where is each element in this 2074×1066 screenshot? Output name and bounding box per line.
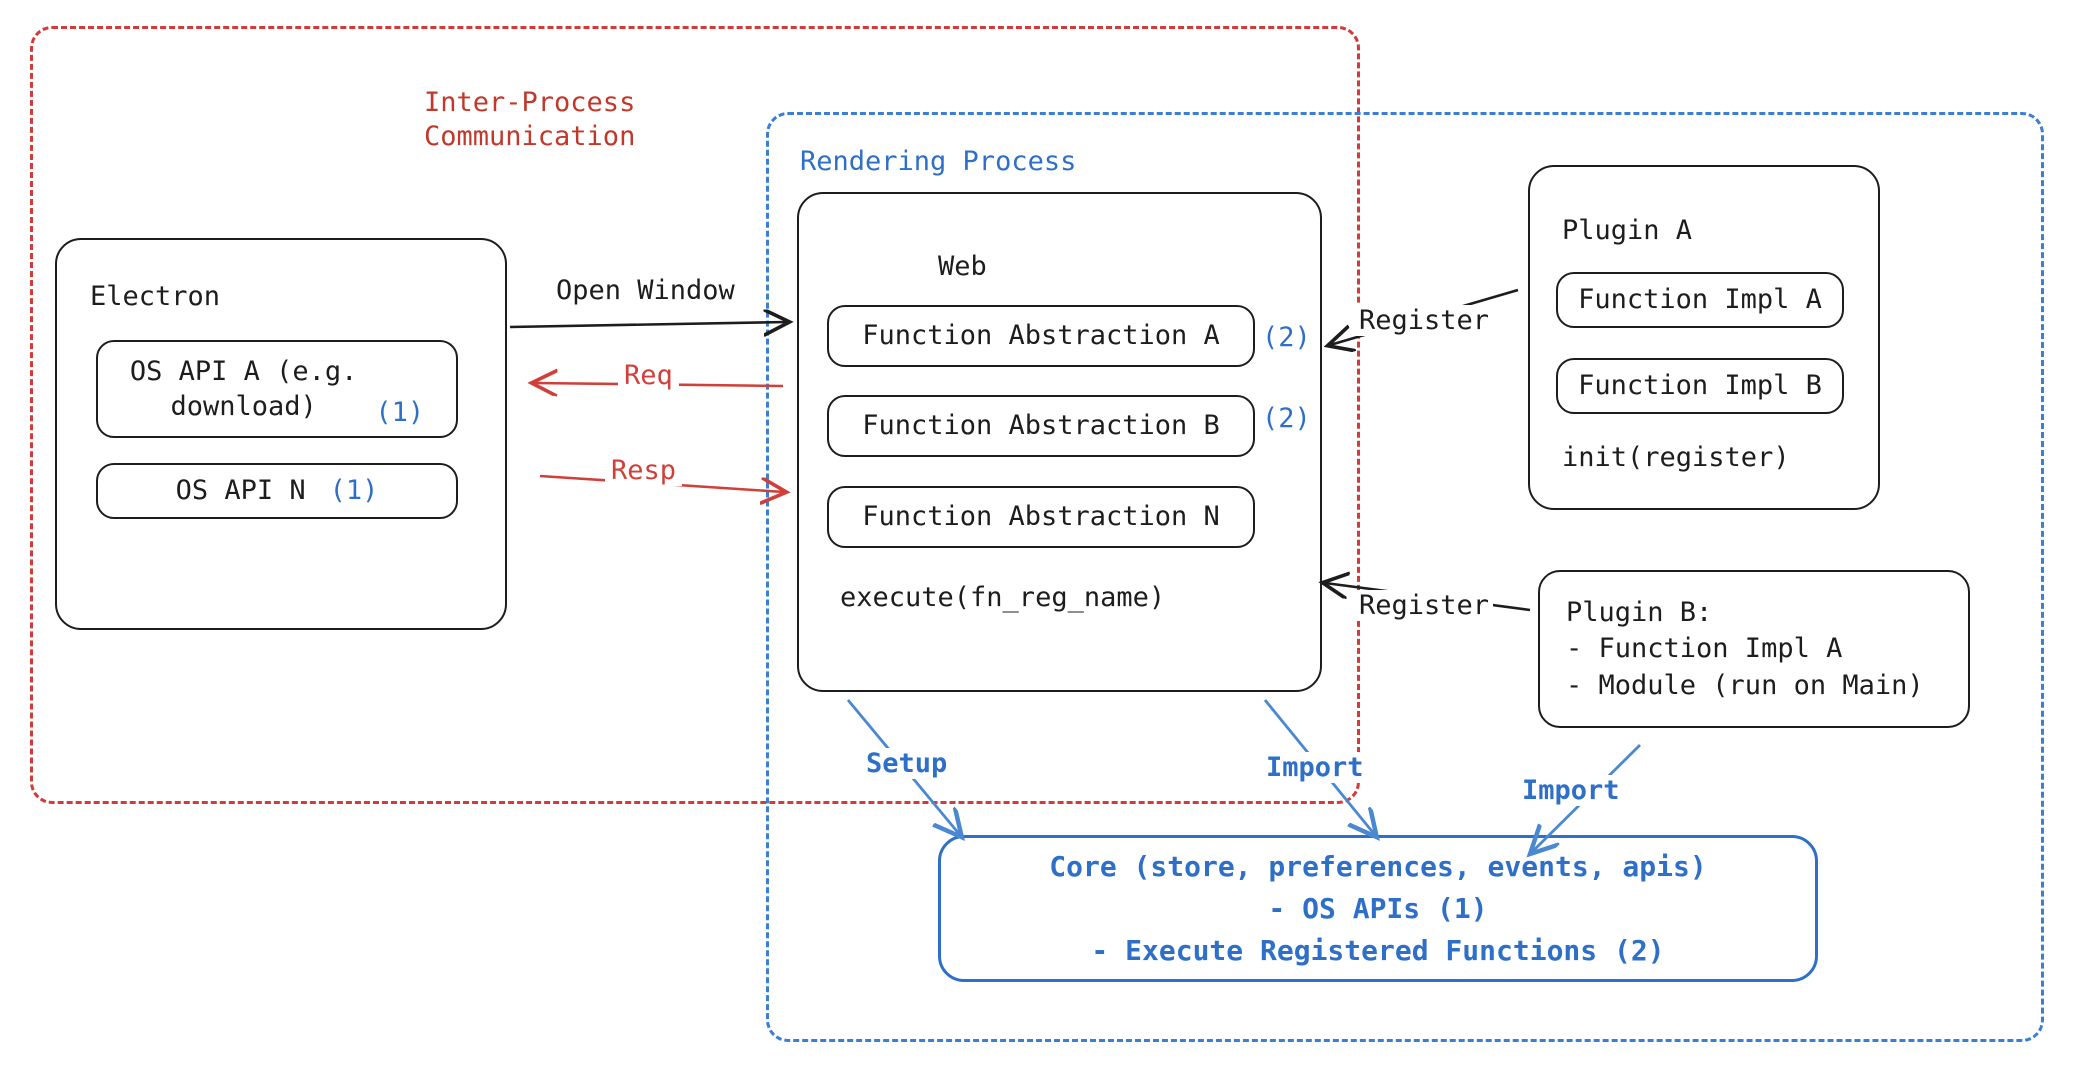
edge-label-register-plugin-a: Register bbox=[1355, 305, 1494, 336]
os-api-a-box[interactable]: OS API A (e.g. download) (1) bbox=[96, 340, 458, 438]
edge-label-resp: Resp bbox=[605, 455, 683, 486]
function-abstraction-a-label: Function Abstraction A bbox=[862, 320, 1220, 352]
function-impl-b-box[interactable]: Function Impl B bbox=[1556, 358, 1844, 414]
core-line-3: - Execute Registered Functions (2) bbox=[1091, 933, 1665, 967]
web-title: Web bbox=[938, 251, 987, 282]
edge-label-req: Req bbox=[618, 360, 679, 391]
edge-label-import-plugin-b: Import bbox=[1518, 775, 1624, 806]
region-label-ipc: Inter-Process Communication bbox=[424, 87, 636, 152]
os-api-a-label: OS API A (e.g. download) bbox=[129, 355, 358, 422]
function-abstraction-n-box[interactable]: Function Abstraction N bbox=[827, 486, 1255, 548]
function-impl-a-label: Function Impl A bbox=[1578, 284, 1822, 316]
plugin-b-text: Plugin B: - Function Impl A - Module (ru… bbox=[1566, 597, 1924, 701]
plugin-a-box bbox=[1528, 165, 1880, 510]
plugin-b-box bbox=[1538, 570, 1970, 728]
function-abstraction-a-tag: (2) bbox=[1262, 322, 1311, 353]
os-api-n-tag: (1) bbox=[329, 475, 379, 507]
core-line-1: Core (store, preferences, events, apis) bbox=[1049, 849, 1707, 883]
core-line-2: - OS APIs (1) bbox=[1268, 891, 1488, 925]
core-box: Core (store, preferences, events, apis) … bbox=[938, 835, 1818, 982]
function-abstraction-b-label: Function Abstraction B bbox=[862, 410, 1220, 442]
region-inter-process-communication bbox=[30, 26, 1360, 804]
plugin-a-title: Plugin A bbox=[1562, 215, 1693, 246]
web-execute-note: execute(fn_reg_name) bbox=[840, 582, 1166, 613]
os-api-n-box[interactable]: OS API N (1) bbox=[96, 463, 458, 519]
function-impl-b-label: Function Impl B bbox=[1578, 370, 1822, 402]
function-abstraction-a-box[interactable]: Function Abstraction A bbox=[827, 305, 1255, 367]
region-rendering-process bbox=[766, 112, 2044, 1042]
function-abstraction-b-box[interactable]: Function Abstraction B bbox=[827, 395, 1255, 457]
function-abstraction-n-label: Function Abstraction N bbox=[862, 501, 1220, 533]
function-abstraction-b-tag: (2) bbox=[1262, 403, 1311, 434]
edge-label-register-plugin-b: Register bbox=[1355, 590, 1494, 621]
region-label-rendering-process: Rendering Process bbox=[800, 146, 1077, 177]
os-api-n-label: OS API N bbox=[175, 475, 306, 507]
edge-label-setup: Setup bbox=[862, 748, 952, 779]
os-api-a-tag: (1) bbox=[375, 396, 425, 428]
function-impl-a-box[interactable]: Function Impl A bbox=[1556, 272, 1844, 328]
electron-title: Electron bbox=[90, 281, 221, 312]
plugin-a-init-note: init(register) bbox=[1562, 442, 1790, 473]
edge-label-open-window: Open Window bbox=[556, 275, 735, 306]
edge-label-import-web: Import bbox=[1262, 752, 1368, 783]
